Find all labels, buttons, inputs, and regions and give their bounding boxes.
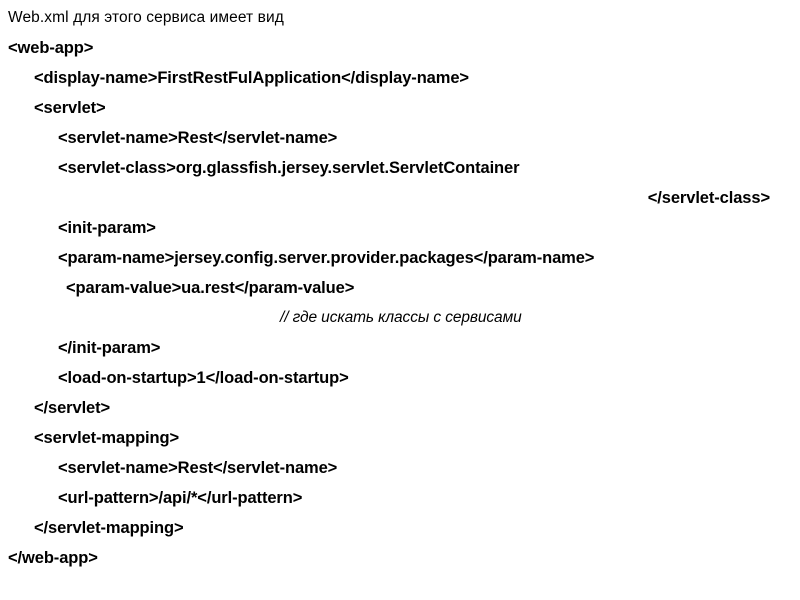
code-line: </servlet-class> (647, 189, 770, 207)
code-comment-line: // где искать классы с сервисами (280, 309, 522, 326)
code-line: <param-name>jersey.config.server.provide… (58, 249, 595, 267)
caption-text: Web.xml для этого сервиса имеет вид (8, 9, 284, 26)
code-line: <servlet-name>Rest</servlet-name> (58, 459, 338, 477)
code-line: <servlet-mapping> (34, 429, 180, 447)
code-line: </servlet-mapping> (34, 519, 184, 537)
code-line: <load-on-startup>1</load-on-startup> (58, 369, 349, 387)
code-line: </init-param> (58, 339, 161, 357)
code-line: <url-pattern>/api/*</url-pattern> (58, 489, 303, 507)
code-line: <param-value>ua.rest</param-value> (66, 279, 355, 297)
code-line: </servlet> (34, 399, 111, 417)
code-line: <init-param> (58, 219, 156, 237)
xml-code-block: <web-app> <display-name>FirstRestFulAppli… (0, 33, 800, 573)
code-line: <display-name>FirstRestFulApplication</d… (34, 69, 469, 87)
code-line: <servlet-name>Rest</servlet-name> (58, 129, 338, 147)
code-line: <servlet> (34, 99, 106, 117)
code-line: </web-app> (8, 549, 98, 567)
code-line: <web-app> (8, 39, 94, 57)
code-line: <servlet-class>org.glassfish.jersey.serv… (58, 159, 520, 177)
